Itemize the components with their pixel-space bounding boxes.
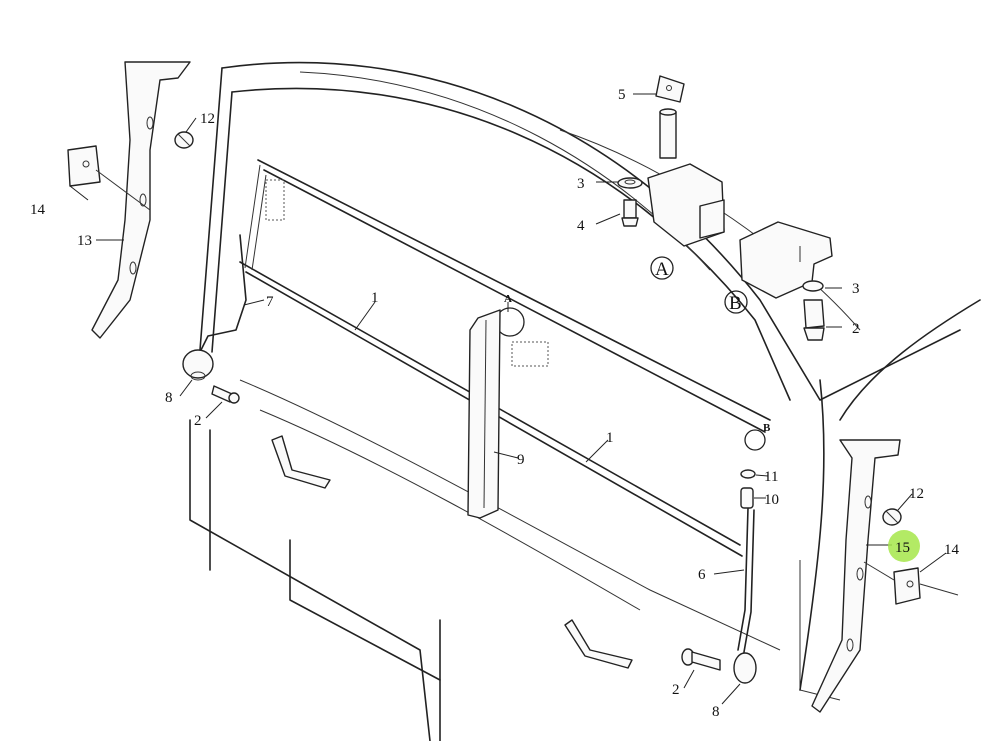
- callout-14-left: 14: [30, 202, 46, 218]
- callout-8-left: 8: [165, 390, 173, 406]
- callout-15: 15: [895, 540, 910, 556]
- callout-8-bottom: 8: [712, 704, 720, 720]
- bracket-left: [199, 234, 247, 353]
- callout-6: 6: [698, 567, 706, 583]
- marker-b: B: [763, 422, 771, 434]
- washer-11: [740, 469, 756, 479]
- detail-a-assembly: [617, 75, 725, 247]
- pillar-trim-right: [811, 439, 901, 713]
- callout-highlight: [888, 530, 920, 562]
- callout-1-lower: 1: [606, 430, 614, 446]
- callout-10: 10: [764, 492, 779, 508]
- callout-12-left: 12: [200, 111, 215, 127]
- callout-2-detail-b: 2: [852, 321, 860, 337]
- spacer: [740, 487, 754, 509]
- bracket-right: [737, 507, 755, 653]
- hinge-bottom: [733, 652, 757, 684]
- callout-13: 13: [77, 233, 92, 249]
- bolt-left: [211, 385, 240, 404]
- callout-12-right: 12: [909, 486, 924, 502]
- detail-b-assembly: [739, 221, 833, 341]
- callout-7: 7: [266, 294, 274, 310]
- detail-markers: A B A B: [504, 256, 771, 434]
- leader-lines: [69, 93, 947, 705]
- callout-9: 9: [517, 452, 525, 468]
- pillar-trim-left: [91, 61, 191, 339]
- dash-handles: [271, 435, 633, 669]
- callout-2-left: 2: [194, 413, 202, 429]
- hinge-left: [182, 349, 214, 381]
- bolt-bottom: [681, 648, 721, 671]
- detail-label-b: B: [729, 293, 742, 314]
- callout-3-detail-a: 3: [577, 176, 585, 192]
- callout-2-bottom: 2: [672, 682, 680, 698]
- cab-body-outline: [189, 61, 981, 741]
- callout-labels: 1 1 2 2 2 3 3 4 5 6 7 8 8 9 10 11 12 12 …: [30, 87, 960, 720]
- callout-4: 4: [577, 218, 585, 234]
- clip-right: [863, 561, 959, 605]
- marker-a: A: [504, 293, 512, 305]
- callout-11: 11: [764, 469, 778, 485]
- clip-left: [67, 145, 151, 211]
- callout-14-right: 14: [944, 542, 960, 558]
- center-strut: [467, 309, 501, 519]
- callout-5: 5: [618, 87, 626, 103]
- callout-1-upper: 1: [371, 290, 379, 306]
- plug-left: [174, 131, 194, 149]
- detail-label-a: A: [655, 259, 669, 280]
- callout-3-detail-b: 3: [852, 281, 860, 297]
- plug-right: [882, 508, 902, 526]
